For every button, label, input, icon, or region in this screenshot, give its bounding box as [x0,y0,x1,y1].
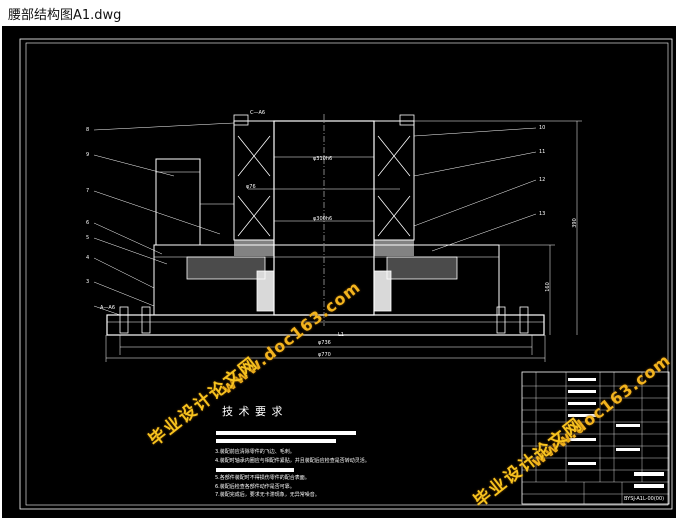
callout-left-3: 7 [86,188,90,194]
window-title: 腰部结构图A1.dwg [8,8,122,23]
tech-requirement-item: 7.装配完成后，要求无卡滞现象，无异常噪音。 [215,492,320,499]
tech-requirement-item: 4.装配时轴承内圈应与相配件紧贴，并且装配后应检查是否转动灵活。 [215,457,370,464]
callout-right-1: 10 [539,125,546,131]
title-block-drawing-number: BYSJ-A1L-00(00) [624,496,665,502]
drawing-inner-frame [25,42,669,506]
drawing-outer-frame [19,38,673,510]
cad-drawing-canvas[interactable] [2,26,676,518]
callout-left-4: 6 [86,220,90,226]
dim-base-diameter-1: φ736 [318,340,331,346]
callout-left-1: 8 [86,127,90,133]
tech-requirement-item: 6.装配后检查各部件动作是否可靠。 [215,483,295,490]
callout-right-3: 12 [539,177,546,183]
tech-requirement-item [215,440,370,449]
dim-part-height: 160 [544,282,551,292]
dim-cut-left: A—A6 [100,305,116,311]
callout-left-2: 9 [86,152,90,158]
title-bar: 腰部结构图A1.dwg [0,0,677,26]
callout-left-7: 3 [86,279,90,285]
dim-base-diameter-2: φ770 [318,352,331,358]
callout-left-6: 4 [86,255,90,261]
callout-left-5: 5 [86,235,90,241]
dim-mid-diameter-2: φ300h6 [313,216,333,222]
callout-right-2: 11 [539,149,546,155]
dim-mid-diameter-1: φ76 [246,184,256,190]
dim-cut-top: C—A6 [250,110,266,116]
drawing-viewport[interactable]: φ310h6 φ76 φ300h6 φ736 φ770 390 160 A—A6… [2,26,676,518]
dim-total-height: 390 [571,218,578,228]
dim-label-bottom: L1 [338,332,344,338]
tech-requirement-item: 5.各部件装配时不得损伤零件的配合表面。 [215,474,310,481]
tech-requirement-item [215,431,370,440]
tech-requirements-list: 3.装配前应清除零件的飞边、毛刺。 4.装配时轴承内圈应与相配件紧贴，并且装配后… [215,431,370,500]
tech-requirement-item: 3.装配前应清除零件的飞边、毛刺。 [215,449,295,456]
dim-top-diameter: φ310h6 [313,156,333,162]
motor [155,158,201,246]
tech-requirements-title: 技 术 要 求 [222,405,284,418]
title-block [521,371,670,505]
tech-requirement-item [215,465,370,474]
callout-right-4: 13 [539,211,546,217]
